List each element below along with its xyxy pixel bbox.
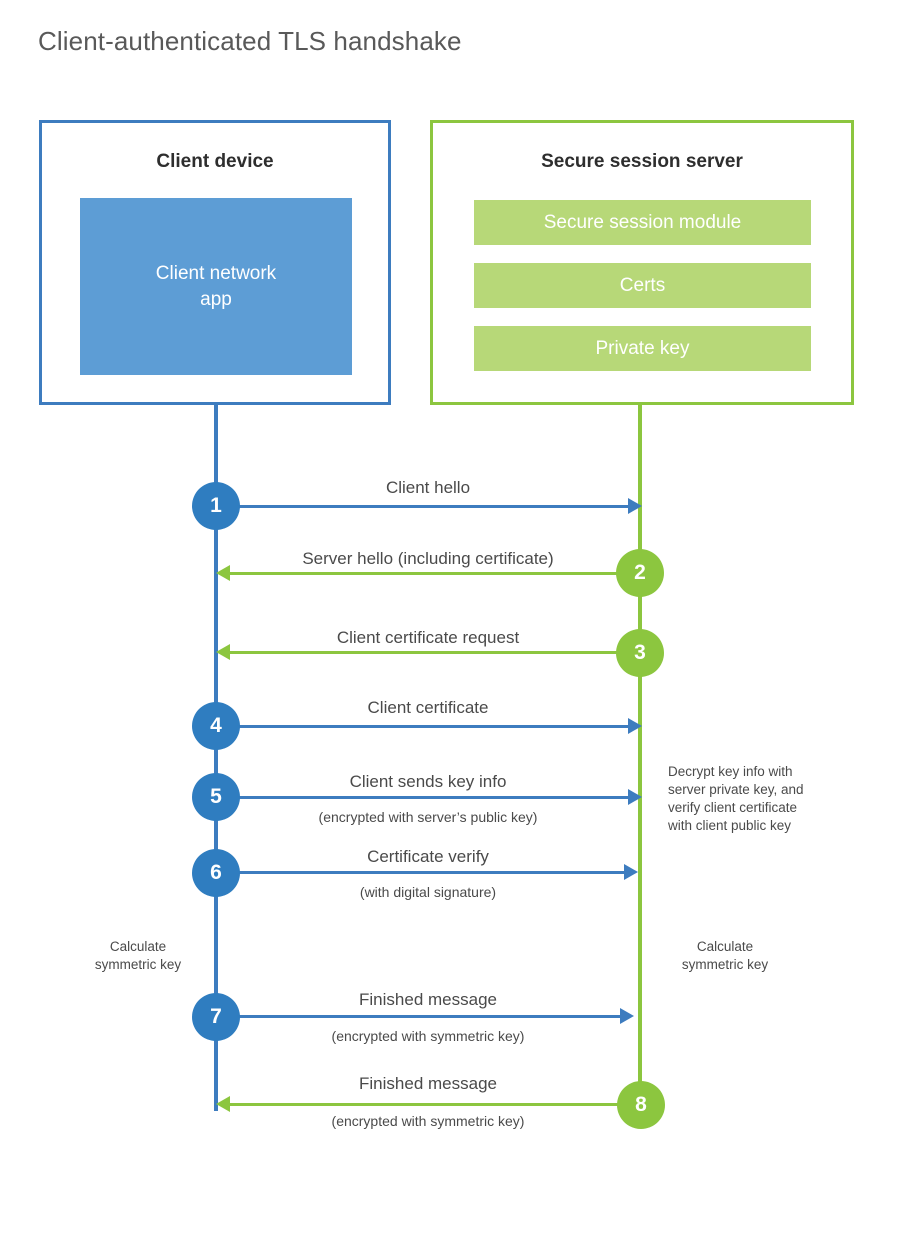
step-5-arrow-line [216,796,630,799]
step-3-arrow-line [228,651,640,654]
step-3-arrow-head-icon [216,644,230,660]
step-4-circle[interactable]: 4 [192,702,240,750]
secure-session-server-box: Secure session server Secure session mod… [430,120,854,405]
page-title: Client-authenticated TLS handshake [38,26,462,56]
step-6-circle[interactable]: 6 [192,849,240,897]
client-app-label-line2: app [200,288,232,310]
step-2-label: Server hello (including certificate) [302,549,554,568]
step-6-sublabel: (with digital signature) [359,884,497,900]
server-decrypt-note: Decrypt key info with server private key… [668,763,838,835]
step-8-arrow-head-icon [216,1096,230,1112]
step-7-arrow-head-icon [620,1008,634,1024]
client-calculate-note-line-2: symmetric key [94,957,182,972]
step-3-label: Client certificate request [336,628,520,647]
step-8-sublabel: (encrypted with symmetric key) [331,1113,525,1129]
server-decrypt-note-line-3: verify client certificate [668,800,798,815]
server-calculate-symmetric-key-note: Calculate symmetric key [665,938,785,974]
step-7-label: Finished message [359,990,497,1009]
server-calculate-note-line-1: Calculate [696,939,754,954]
client-calculate-symmetric-key-note: Calculate symmetric key [78,938,198,974]
step-3-circle[interactable]: 3 [616,629,664,677]
step-4-arrow-head-icon [628,718,642,734]
step-4-arrow-line [216,725,630,728]
client-network-app-block: Client network app [80,198,352,375]
step-6-arrow-line [216,871,626,874]
server-decrypt-note-line-4: with client public key [668,818,792,833]
client-device-title: Client device [156,151,274,172]
step-5-sublabel: (encrypted with server’s public key) [318,809,538,825]
step-8-arrow-line [228,1103,626,1106]
step-2-arrow-line [228,572,640,575]
step-2-arrow-head-icon [216,565,230,581]
step-1-label: Client hello [385,478,471,497]
server-decrypt-note-line-2: server private key, and [668,782,804,797]
step-1-arrow-line [216,505,630,508]
step-8-label: Finished message [359,1074,497,1093]
client-device-box: Client device Client network app [39,120,391,405]
server-decrypt-note-line-1: Decrypt key info with [668,764,793,779]
server-calculate-note-line-2: symmetric key [681,957,769,972]
step-7-arrow-line [216,1015,622,1018]
step-1-circle[interactable]: 1 [192,482,240,530]
step-8-circle[interactable]: 8 [617,1081,665,1129]
server-lifeline [638,405,642,1105]
server-component-certs: Certs [474,263,811,308]
secure-session-server-title: Secure session server [541,151,743,172]
step-4-label: Client certificate [367,698,489,717]
step-7-circle[interactable]: 7 [192,993,240,1041]
client-lifeline [214,405,218,1111]
step-5-circle[interactable]: 5 [192,773,240,821]
client-network-app-label: Client network app [156,261,276,313]
step-6-arrow-head-icon [624,864,638,880]
client-app-label-line1: Client network [155,262,277,284]
step-7-sublabel: (encrypted with symmetric key) [331,1028,525,1044]
client-calculate-note-line-1: Calculate [109,939,167,954]
server-component-secure-session-module: Secure session module [474,200,811,245]
server-component-private-key: Private key [474,326,811,371]
step-5-label: Client sends key info [349,772,507,791]
step-1-arrow-head-icon [628,498,642,514]
step-5-arrow-head-icon [628,789,642,805]
step-6-label: Certificate verify [367,847,489,866]
step-2-circle[interactable]: 2 [616,549,664,597]
